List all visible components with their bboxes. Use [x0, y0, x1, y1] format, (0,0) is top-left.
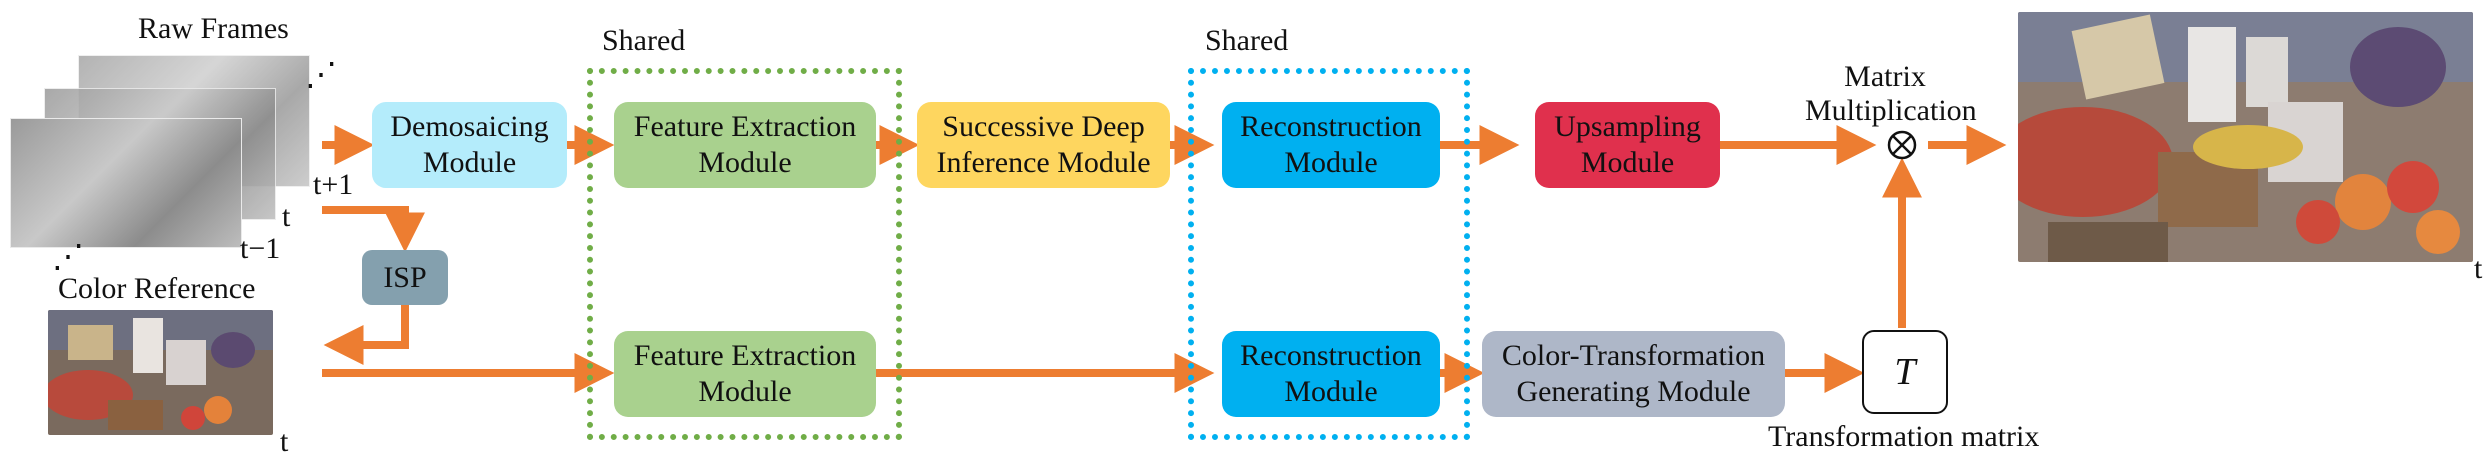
transformation-matrix-box: T: [1862, 330, 1948, 414]
shared-reconstruction-label: Shared: [1205, 24, 1289, 57]
ellipsis-bottom: ⋰: [52, 238, 84, 274]
color-reference-t-label: t: [280, 425, 289, 458]
output-t-label: t: [2474, 252, 2483, 285]
ellipsis-top: ⋰: [305, 56, 337, 92]
raw-frames-label: Raw Frames: [138, 12, 289, 45]
shared-feature-label: Shared: [602, 24, 686, 57]
color-reference-image: [48, 310, 273, 435]
shared-reconstruction-group: [1188, 68, 1470, 440]
transformation-matrix-label: Transformation matrix: [1768, 420, 2040, 453]
arrow-raw-to-isp: [322, 206, 425, 253]
raw-frame-t-minus-1: [10, 118, 242, 248]
raw-t-minus-1-label: t−1: [240, 232, 281, 265]
output-color-image: [2018, 12, 2473, 262]
isp-module: ISP: [362, 250, 448, 305]
raw-t-plus-1-label: t+1: [313, 168, 354, 201]
arrow-isp-to-colorref: [323, 305, 409, 365]
matrix-multiplication-label: Matrix Multiplication: [1805, 60, 1977, 127]
color-reference-label: Color Reference: [58, 272, 256, 305]
raw-t-label: t: [282, 200, 291, 233]
shared-feature-group: [587, 68, 902, 440]
